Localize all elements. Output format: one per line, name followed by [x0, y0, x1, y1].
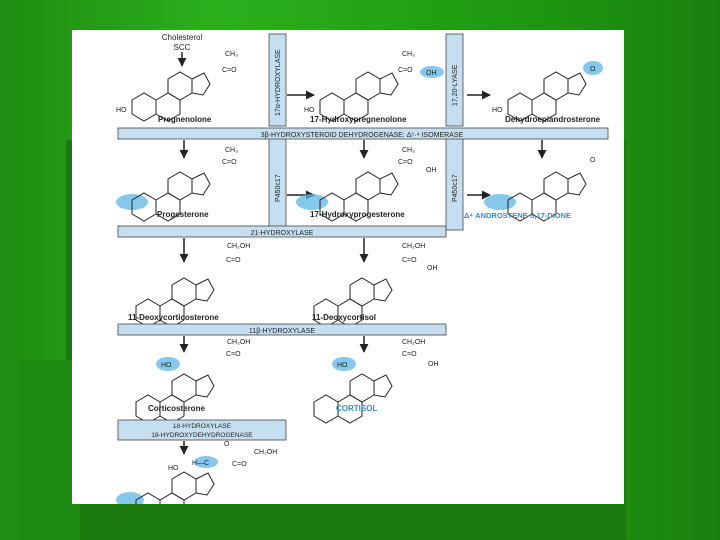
c-o-group: C=O: [232, 461, 247, 468]
enzyme-label-18-dehydrogenase: 18-HYDROXYDEHYDROGENASE: [151, 432, 253, 439]
corticosterone-structure: [135, 373, 215, 424]
enzyme-bar-11b-hydroxylase: [117, 323, 447, 336]
ch2oh-group: CH₂OH: [402, 339, 425, 346]
compound-17-hydroxypregnenolone: 17-Hydroxypregnenolone: [310, 115, 407, 124]
oh-group: OH: [428, 361, 439, 368]
ho-group: HO: [161, 362, 172, 369]
c-o-group: C=O: [226, 351, 241, 358]
o-group: O: [590, 66, 596, 73]
compound-11-deoxycortisol: 11-Deoxycortisol: [312, 313, 376, 322]
h-c-group: H—C: [192, 460, 209, 467]
ho-group: HO: [337, 362, 348, 369]
steroid-pathway-diagram: 17α-HYDROXYLASE 17,20-LYASE P450c17 P450…: [116, 33, 609, 522]
compound-dhea: Dehydroepiandrosterone: [505, 115, 601, 124]
enzyme-bar-21-hydroxylase: [117, 225, 447, 238]
compound-progesterone: Progesterone: [157, 210, 209, 219]
hydroxypregnenolone-structure: [319, 71, 399, 122]
c-o-group: C=O: [398, 159, 413, 166]
c-o-group: C=O: [222, 159, 237, 166]
compound-11-deoxycorticosterone: 11-Deoxycorticosterone: [128, 313, 219, 322]
pregnenolone-structure: [131, 71, 211, 122]
ch2oh-group: CH₂OH: [254, 449, 277, 456]
diagram-panel: 17α-HYDROXYLASE 17,20-LYASE P450c17 P450…: [72, 30, 624, 522]
enzyme-label-21-hydroxylase: 21-HYDROXYLASE: [251, 230, 314, 237]
ch2oh-group: CH₂OH: [402, 243, 425, 250]
ch2oh-group: CH₂OH: [227, 243, 250, 250]
ch3-group: CH₃: [402, 51, 415, 58]
compound-corticosterone: Corticosterone: [148, 404, 205, 413]
ho-group: HO: [168, 465, 179, 472]
cortisol-structure: [313, 373, 393, 424]
ch3-group: CH₃: [225, 51, 238, 58]
enzyme-box-18: [117, 419, 287, 441]
c-o-group: C=O: [222, 67, 237, 74]
enzyme-label-3b-hsd: 3β-HYDROXYSTEROID DEHYDROGENASE: Δ⁵·⁴ IS…: [261, 132, 464, 139]
enzyme-bar-17a-hydroxylase: [268, 33, 287, 127]
oh-group: OH: [427, 265, 438, 272]
ho-group: HO: [492, 107, 503, 114]
enzyme-label-17a-hydroxylase: 17α-HYDROXYLASE: [275, 49, 282, 116]
ch2oh-group: CH₂OH: [227, 339, 250, 346]
enzyme-label-11b-hydroxylase: 11β-HYDROXYLASE: [249, 328, 315, 335]
compound-androstenedione: Δ⁴ ANDROSTENE-3,17-DIONE: [464, 211, 571, 220]
dhea-structure: [507, 71, 587, 122]
compound-pregnenolone: Pregnenolone: [158, 115, 212, 124]
enzyme-bar-17-20-lyase: [445, 33, 464, 127]
compound-17-hydroxyprogesterone: 17-Hydroxyprogesterone: [310, 210, 405, 219]
enzyme-label-p450c17-a: P450c17: [275, 174, 282, 202]
c-o-group: C=O: [226, 257, 241, 264]
compound-cortisol: CORTISOL: [336, 404, 377, 413]
o-group: O: [590, 157, 596, 164]
ho-group: HO: [116, 107, 127, 114]
scc-label: SCC: [174, 43, 191, 52]
c-o-group: C=O: [398, 67, 413, 74]
o-group: O: [224, 441, 230, 448]
oh-group: OH: [426, 70, 437, 77]
enzyme-label-17-20-lyase: 17,20-LYASE: [452, 64, 459, 106]
c-o-group: C=O: [402, 257, 417, 264]
aldosterone-structure: [135, 471, 215, 522]
oh-group: OH: [426, 167, 437, 174]
enzyme-label-p450c17-b: P450c17: [452, 174, 459, 202]
background-band: [20, 360, 80, 540]
enzyme-bar-3b-hsd: [117, 127, 609, 140]
ho-group: HO: [304, 107, 315, 114]
ch3-group: CH₃: [225, 147, 238, 154]
enzyme-label-18-hydroxylase: 18-HYDROXYLASE: [173, 423, 232, 430]
ch3-group: CH₃: [402, 147, 415, 154]
cholesterol-label: Cholesterol: [162, 33, 203, 42]
c-o-group: C=O: [402, 351, 417, 358]
